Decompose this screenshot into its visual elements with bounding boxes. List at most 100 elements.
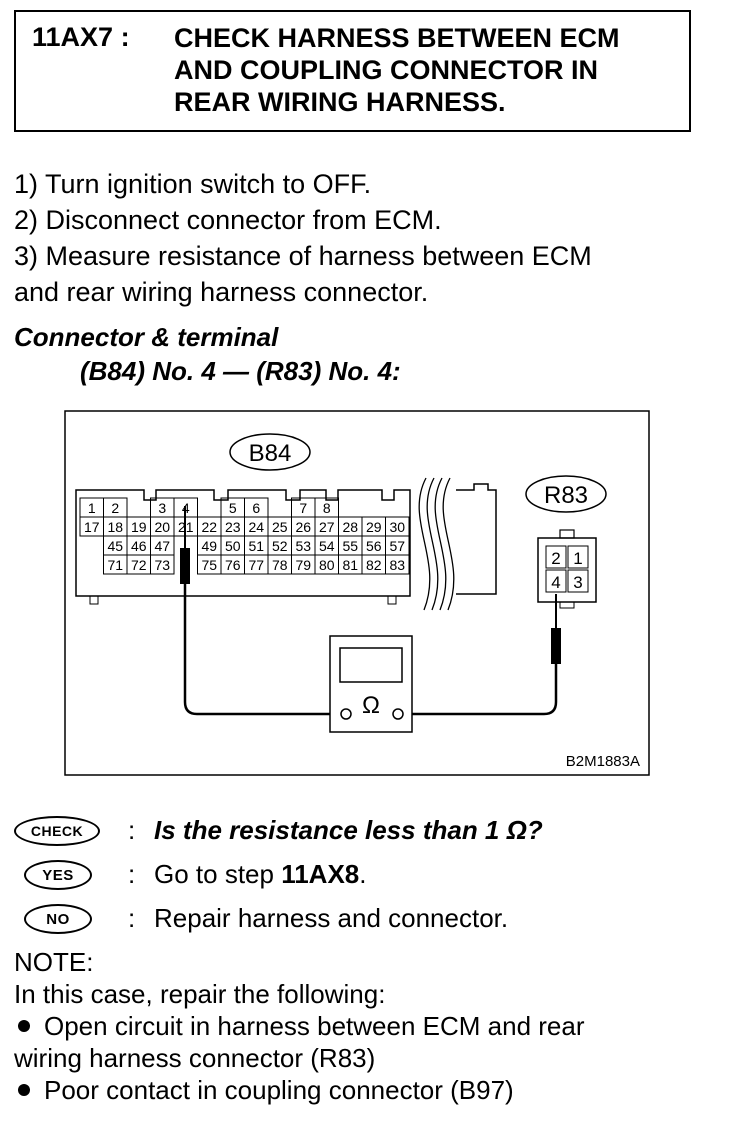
yes-badge: YES <box>24 860 92 890</box>
yes-answer-suffix: . <box>359 859 367 889</box>
ecm-terminal-label: 83 <box>389 557 405 573</box>
step-title-line: CHECK HARNESS BETWEEN ECM <box>174 23 620 53</box>
check-row: CHECK : Is the resistance less than 1 Ω? <box>14 812 714 852</box>
ecm-terminal-label: 73 <box>154 557 170 573</box>
ecm-terminal-cell <box>385 554 410 575</box>
figure-code: B2M1883A <box>566 753 640 770</box>
ecm-terminal-label: 50 <box>225 538 241 554</box>
rear-connector-label: R83 <box>544 482 588 509</box>
ecm-terminal-label: 27 <box>319 519 335 535</box>
ecm-terminal-label: 76 <box>225 557 241 573</box>
no-answer: Repair harness and connector. <box>154 903 509 933</box>
ecm-terminal-label: 45 <box>107 538 123 554</box>
ecm-terminal-label: 8 <box>323 500 331 516</box>
note-bullet: Open circuit in harness between ECM and … <box>14 1010 724 1042</box>
ecm-terminal-label: 57 <box>389 538 405 554</box>
ecm-terminal-label: 72 <box>131 557 147 573</box>
no-row: NO : Repair harness and connector. <box>14 900 714 940</box>
ecm-terminal-label: 77 <box>248 557 264 573</box>
ecm-terminal-label: 47 <box>154 538 170 554</box>
ohm-symbol: Ω <box>362 692 380 719</box>
ecm-connector: 1234567817181920212223242526272829304546… <box>75 489 411 605</box>
procedure-steps: 1) Turn ignition switch to OFF. 2) Disco… <box>14 166 704 310</box>
ecm-terminal-label: 23 <box>225 519 241 535</box>
ecm-terminal-label: 78 <box>272 557 288 573</box>
ecm-terminal-label: 55 <box>342 538 358 554</box>
rear-connector: 2 1 4 3 <box>537 529 597 609</box>
ecm-terminal-label: 56 <box>366 538 382 554</box>
ecm-terminal-label: 19 <box>131 519 147 535</box>
ecm-terminal-label: 3 <box>158 500 166 516</box>
ecm-terminal-label: 53 <box>295 538 311 554</box>
ecm-terminal-label: 30 <box>389 519 405 535</box>
ecm-terminal-label: 54 <box>319 538 335 554</box>
no-badge: NO <box>24 904 92 934</box>
ecm-terminal-label: 79 <box>295 557 311 573</box>
note-bullet: Poor contact in coupling connector (B97) <box>14 1074 724 1106</box>
break-line <box>434 477 447 611</box>
step-title: CHECK HARNESS BETWEEN ECM AND COUPLING C… <box>174 22 620 118</box>
procedure-step: 1) Turn ignition switch to OFF. <box>14 169 372 199</box>
ecm-terminal-label: 17 <box>84 519 100 535</box>
ecm-terminal-label: 75 <box>201 557 217 573</box>
rear-terminal-label: 1 <box>573 549 582 568</box>
ecm-terminal-label: 52 <box>272 538 288 554</box>
note-bullet-continuation: wiring harness connector (R83) <box>14 1043 376 1073</box>
ecm-terminal-label: 29 <box>366 519 382 535</box>
note-intro: In this case, repair the following: <box>14 979 386 1009</box>
note-section: NOTE: In this case, repair the following… <box>14 946 724 1106</box>
ohmmeter: Ω <box>329 635 413 733</box>
ecm-terminal-label: 1 <box>88 500 96 516</box>
ecm-terminal-label: 7 <box>299 500 307 516</box>
ecm-terminal-label: 80 <box>319 557 335 573</box>
note-bullet-text: Poor contact in coupling connector (B97) <box>44 1075 514 1105</box>
ecm-terminal-label: 5 <box>229 500 237 516</box>
ecm-connector-label-oval <box>229 433 311 471</box>
connector-terminal-spec: (B84) No. 4 — (R83) No. 4: <box>80 356 401 386</box>
ecm-terminal-label: 25 <box>272 519 288 535</box>
procedure-step: and rear wiring harness connector. <box>14 277 429 307</box>
ecm-terminal-label: 2 <box>111 500 119 516</box>
ecm-terminal-label: 82 <box>366 557 382 573</box>
ecm-terminal-label: 51 <box>248 538 264 554</box>
procedure-step: 3) Measure resistance of harness between… <box>14 241 592 271</box>
step-title-box: 11AX7 : CHECK HARNESS BETWEEN ECM AND CO… <box>14 10 691 132</box>
ecm-terminal-label: 28 <box>342 519 358 535</box>
rear-terminal-label: 3 <box>573 573 582 592</box>
ecm-connector-label: B84 <box>249 440 292 467</box>
ecm-terminal-label: 24 <box>248 519 264 535</box>
colon: : <box>128 903 136 933</box>
yes-answer-step: 11AX8 <box>281 859 360 889</box>
ecm-terminal-label: 71 <box>107 557 123 573</box>
rear-terminal-label: 4 <box>551 573 560 592</box>
connector-terminal-label: Connector & terminal <box>14 322 279 352</box>
yes-answer: Go to step 11AX8. <box>154 856 367 892</box>
bullet-icon <box>18 1020 30 1032</box>
check-question: Is the resistance less than 1 Ω? <box>154 815 543 845</box>
rear-connector-label-oval <box>525 475 607 513</box>
ecm-terminal-cell <box>150 554 175 575</box>
rear-terminal-label: 2 <box>551 549 560 568</box>
step-title-line: AND COUPLING CONNECTOR IN <box>174 55 599 85</box>
ecm-terminal-label: 22 <box>201 519 217 535</box>
colon: : <box>128 859 136 889</box>
ecm-probe <box>180 548 190 584</box>
ecm-terminal-label: 26 <box>295 519 311 535</box>
yes-answer-prefix: Go to step <box>154 859 282 889</box>
break-line <box>442 477 455 611</box>
check-badge: CHECK <box>14 816 100 846</box>
note-bullet-text: Open circuit in harness between ECM and … <box>44 1011 585 1041</box>
ecm-terminal-label: 46 <box>131 538 147 554</box>
break-line <box>426 477 439 611</box>
ecm-connector-tail <box>456 483 497 595</box>
procedure-step: 2) Disconnect connector from ECM. <box>14 205 442 235</box>
test-lead <box>402 664 558 716</box>
ecm-terminal-label: 6 <box>252 500 260 516</box>
colon: : <box>128 815 136 845</box>
yes-row: YES : Go to step 11AX8. <box>14 856 714 896</box>
step-title-line: REAR WIRING HARNESS. <box>174 87 506 117</box>
step-id: 11AX7 : <box>32 22 130 52</box>
ecm-terminal-label: 18 <box>107 519 123 535</box>
bullet-icon <box>18 1084 30 1096</box>
test-lead <box>183 584 346 716</box>
